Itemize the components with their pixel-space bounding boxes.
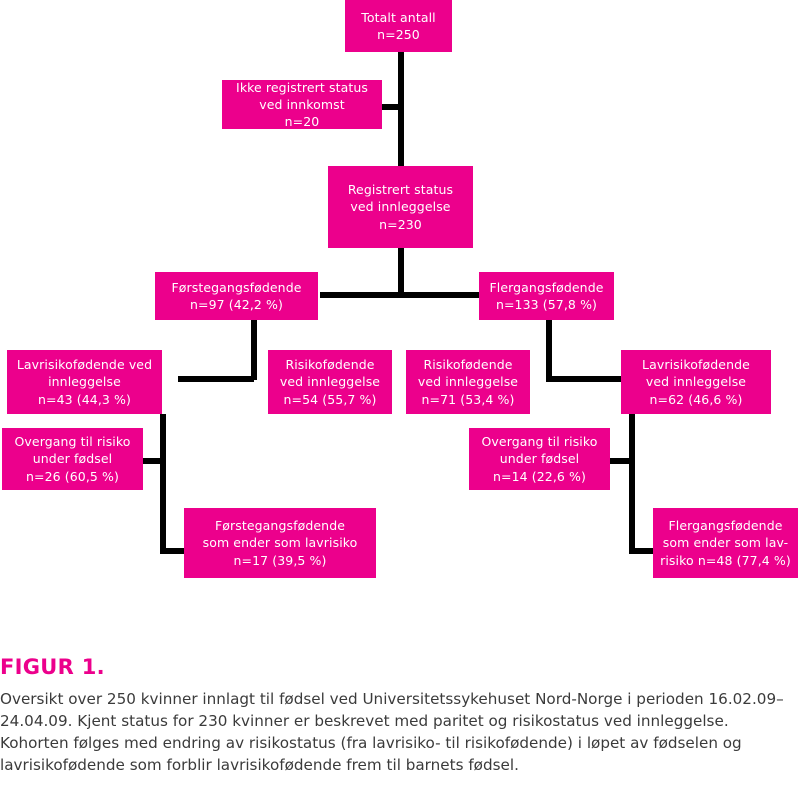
- connector-parity-split: [320, 292, 480, 298]
- connector-primipara-left: [178, 376, 254, 382]
- connector-total-trunk: [398, 52, 404, 166]
- node-multipara-overgang-risiko[interactable]: Overgang til risiko under fødsel n=14 (2…: [469, 428, 610, 490]
- node-line: n=133 (57,8 %): [495, 297, 598, 312]
- node-line: n=230: [379, 216, 422, 232]
- node-line: n=20: [284, 114, 320, 130]
- node-primipara-risikofodende[interactable]: Risikofødende ved innleggelse n=54 (55,7…: [268, 350, 392, 414]
- node-line: Registrert status: [347, 182, 454, 198]
- connector-p-transition: [143, 458, 163, 464]
- node-multipara-lavrisikofodende[interactable]: Lavrisikofødende ved innleggelse n=62 (4…: [621, 350, 771, 414]
- node-line: ved innkomst: [259, 96, 345, 112]
- connector-registered-down: [398, 248, 404, 295]
- node-line: Overgang til risiko: [481, 434, 598, 450]
- node-line: som ender som lav-: [662, 535, 789, 551]
- connector-m-transition: [610, 458, 635, 464]
- node-line: Førstegangsfødende: [214, 518, 346, 534]
- node-line: Overgang til risiko: [14, 434, 131, 450]
- node-registrert-status[interactable]: Registrert status ved innleggelse n=230: [328, 166, 473, 248]
- node-line: ved innleggelse: [350, 199, 451, 215]
- node-line: n=54 (55,7 %): [283, 391, 377, 407]
- figure-caption: FIGUR 1. Oversikt over 250 kvinner innla…: [0, 655, 800, 776]
- node-line: Lavrisikofødende: [642, 357, 750, 373]
- connector-multipara-right: [546, 376, 622, 382]
- node-line: n=26 (60,5 %): [25, 468, 119, 484]
- node-line: n=14 (22,6 %): [492, 468, 586, 484]
- node-ikke-registrert-status[interactable]: Ikke registrert status ved innkomst n=20: [222, 80, 382, 129]
- node-line: Risikofødende: [285, 357, 375, 373]
- node-line: risiko n=48 (77,4 %): [660, 552, 791, 568]
- node-line: ved innleggelse: [645, 374, 747, 390]
- node-line: Risikofødende: [423, 357, 513, 373]
- flowchart-diagram: Totalt antall n=250 Ikke registrert stat…: [2, 0, 798, 578]
- node-line: n=43 (44,3 %): [37, 391, 131, 407]
- node-forstegangsfodende[interactable]: Førstegangsfødende n=97 (42,2 %): [155, 272, 318, 320]
- node-line: n=97 (42,2 %): [189, 297, 283, 312]
- node-flergangsfodende[interactable]: Flergangsfødende n=133 (57,8 %): [479, 272, 614, 320]
- caption-text: Oversikt over 250 kvinner innlagt til fø…: [0, 690, 784, 775]
- connector-p-lowrisk-down: [160, 414, 166, 554]
- node-line: Flergangsfødende: [489, 279, 604, 295]
- connector-to-not-registered: [381, 104, 401, 110]
- node-totalt-antall[interactable]: Totalt antall n=250: [345, 0, 452, 52]
- node-line: Totalt antall: [361, 9, 436, 25]
- node-primipara-overgang-risiko[interactable]: Overgang til risiko under fødsel n=26 (6…: [2, 428, 143, 490]
- node-primipara-lavrisikofodende[interactable]: Lavrisikofødende ved innleggelse n=43 (4…: [7, 350, 162, 414]
- node-multipara-ender-lavrisiko[interactable]: Flergangsfødende som ender som lav- risi…: [653, 508, 798, 578]
- connector-m-lowrisk-down: [629, 414, 635, 554]
- node-line: ved innleggelse: [417, 374, 519, 390]
- node-line: n=71 (53,4 %): [421, 391, 515, 407]
- node-line: innleggelse: [48, 374, 121, 390]
- node-line: n=17 (39,5 %): [233, 552, 327, 568]
- node-line: Førstegangsfødende: [171, 279, 302, 295]
- node-multipara-risikofodende[interactable]: Risikofødende ved innleggelse n=71 (53,4…: [406, 350, 530, 414]
- node-line: Lavrisikofødende ved: [16, 357, 153, 373]
- node-line: Flergangsfødende: [668, 518, 783, 534]
- node-line: under fødsel: [499, 451, 580, 467]
- node-line: n=250: [377, 27, 420, 42]
- connector-m-stays-lowrisk: [629, 548, 653, 554]
- connector-primipara-down: [251, 320, 257, 380]
- node-line: n=62 (46,6 %): [649, 391, 743, 407]
- connector-p-stays-lowrisk: [160, 548, 184, 554]
- connector-multipara-down: [546, 320, 552, 380]
- figure-label: FIGUR 1.: [0, 655, 105, 679]
- node-primipara-ender-lavrisiko[interactable]: Førstegangsfødende som ender som lavrisi…: [184, 508, 376, 578]
- node-line: som ender som lavrisiko: [202, 535, 358, 551]
- node-line: Ikke registrert status: [236, 79, 368, 95]
- node-line: ved innleggelse: [279, 374, 381, 390]
- node-line: under fødsel: [32, 451, 113, 467]
